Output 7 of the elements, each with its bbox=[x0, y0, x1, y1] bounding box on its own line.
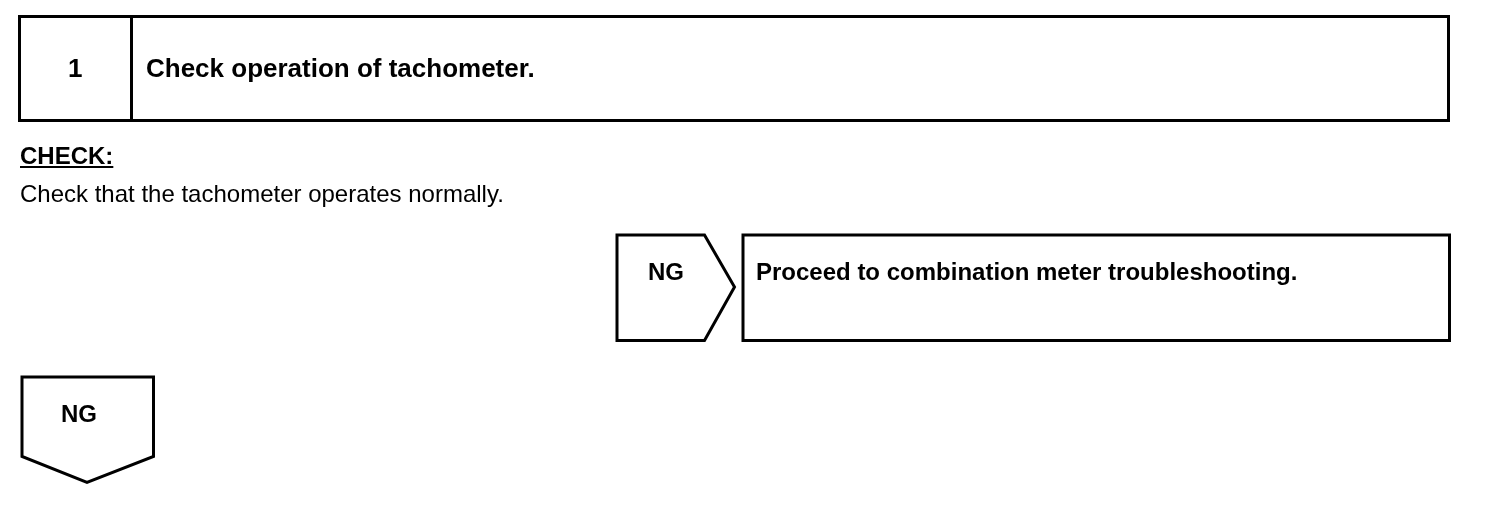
step-title: Check operation of tachometer. bbox=[146, 53, 535, 84]
result-label: NG bbox=[648, 258, 684, 286]
check-heading: CHECK: bbox=[20, 142, 114, 170]
step-number: 1 bbox=[68, 53, 83, 84]
action-text: Proceed to combination meter troubleshooting. bbox=[756, 258, 1298, 286]
instruction-text: Check that the tachometer operates normally. bbox=[20, 180, 504, 208]
result-label: NG bbox=[61, 400, 97, 428]
